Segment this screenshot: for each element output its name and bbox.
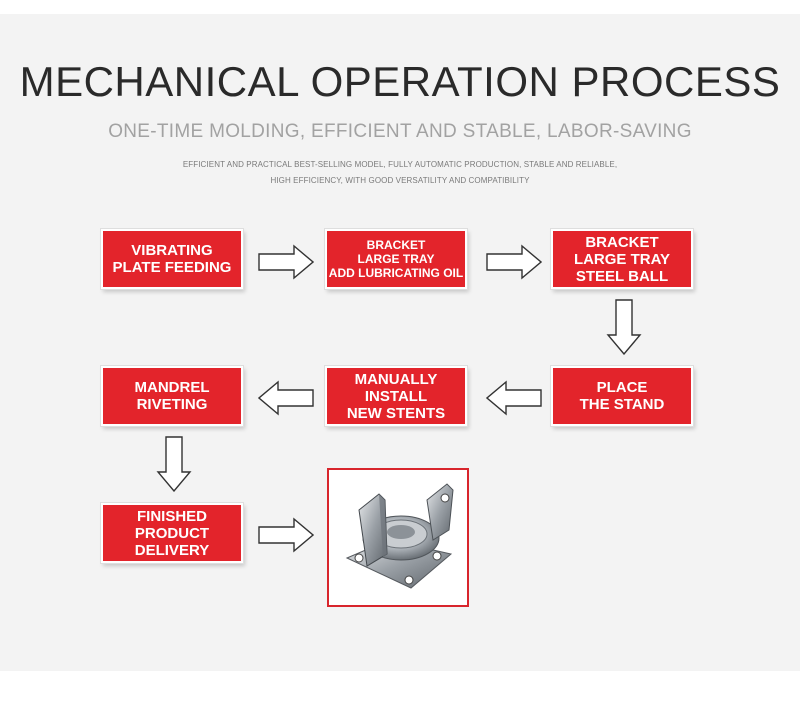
arrow-right-icon	[486, 244, 542, 280]
product-photo-frame	[327, 468, 469, 607]
description-line-1: EFFICIENT AND PRACTICAL BEST-SELLING MOD…	[182, 160, 618, 169]
arrow-down-icon	[606, 299, 642, 355]
step-finished-product-delivery: FINISHED PRODUCT DELIVERY	[101, 503, 243, 563]
step-manually-install-new-stents: MANUALLY INSTALL NEW STENTS	[325, 366, 467, 426]
description-line-2: HIGH EFFICIENCY, WITH GOOD VERSATILITY A…	[270, 176, 530, 185]
arrow-right-icon	[258, 244, 314, 280]
step-steel-ball: BRACKET LARGE TRAY STEEL BALL	[551, 229, 693, 289]
step-label: BRACKET LARGE TRAY ADD LUBRICATING OIL	[328, 238, 464, 280]
arrow-left-icon	[486, 380, 542, 416]
page-title: MECHANICAL OPERATION PROCESS	[19, 58, 781, 105]
step-vibrating-plate-feeding: VIBRATING PLATE FEEDING	[101, 229, 243, 289]
step-add-lubricating-oil: BRACKET LARGE TRAY ADD LUBRICATING OIL	[325, 229, 467, 289]
step-label: MANUALLY INSTALL NEW STENTS	[346, 370, 446, 422]
step-label: PLACE THE STAND	[579, 379, 665, 413]
arrow-down-icon	[156, 436, 192, 492]
step-label: VIBRATING PLATE FEEDING	[112, 242, 232, 276]
arrow-left-icon	[258, 380, 314, 416]
caster-bracket-photo-icon	[345, 483, 454, 589]
step-label: FINISHED PRODUCT DELIVERY	[134, 507, 210, 559]
page-subtitle: ONE-TIME MOLDING, EFFICIENT AND STABLE, …	[108, 121, 692, 142]
step-mandrel-riveting: MANDREL RIVETING	[101, 366, 243, 426]
step-place-the-stand: PLACE THE STAND	[551, 366, 693, 426]
arrow-right-icon	[258, 517, 314, 553]
step-label: MANDREL RIVETING	[134, 379, 210, 413]
step-label: BRACKET LARGE TRAY STEEL BALL	[573, 233, 671, 285]
